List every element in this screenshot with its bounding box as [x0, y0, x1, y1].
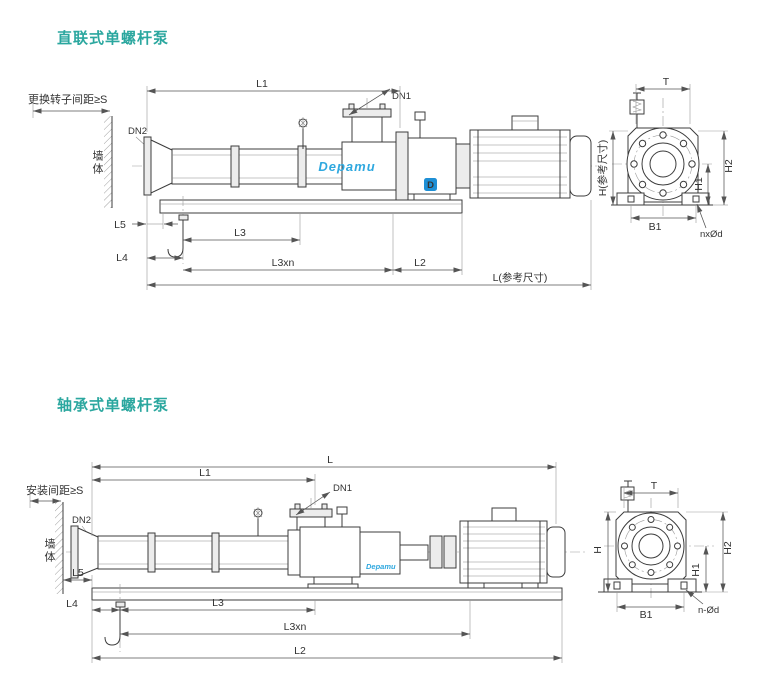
dim-l2: L2 [294, 645, 306, 657]
dim-l: L [327, 454, 333, 466]
dim-l2: L2 [414, 257, 426, 269]
dn2-label: DN2 [72, 515, 91, 526]
dim-t: T [651, 480, 658, 492]
wall-hatch [104, 116, 112, 208]
dim-h2: H2 [723, 159, 735, 173]
drawing-bearing-type-pump: 墙体 安装间距≥S DN2 [26, 454, 734, 663]
side-view-bearing: 墙体 安装间距≥S DN2 [26, 483, 585, 652]
section-title-bearing-type: 轴承式单螺杆泵 [57, 397, 170, 414]
brand-watermark: Depamu [318, 159, 375, 174]
dim-h: H [592, 546, 604, 554]
dim-h1: H1 [690, 563, 702, 577]
install-spacing-label: 安装间距≥S [26, 483, 83, 497]
dim-l3: L3 [234, 227, 246, 239]
brand-watermark: Depamu [366, 562, 396, 571]
dn1-label: DN1 [392, 91, 411, 102]
side-view-direct: 墙体 更换转子间距≥S DN2 [28, 88, 600, 264]
depamu-logo [424, 178, 437, 191]
dim-l-ref: L(参考尺寸) [493, 271, 548, 284]
dn2-label: DN2 [128, 126, 147, 137]
dim-l3xn: L3xn [284, 621, 307, 633]
dimensions-bearing: L L1 L5 L4 L3 L3xn L2 [63, 454, 563, 663]
dim-l1: L1 [199, 467, 211, 479]
wall-label: 墙体 [43, 537, 56, 564]
drawing-direct-coupled-pump: 墙体 更换转子间距≥S DN2 [28, 76, 735, 290]
replace-spacing-label: 更换转子间距≥S [28, 92, 107, 106]
dn1-label: DN1 [333, 483, 352, 494]
end-view-direct: T H(参考尺寸) H2 H1 B1 nxØd [596, 76, 735, 240]
dim-nod: n-Ød [698, 605, 719, 616]
section-title-direct-coupled: 直联式单螺杆泵 [57, 30, 170, 47]
dim-t: T [663, 76, 670, 88]
depamu-logo-letter: D [427, 180, 434, 191]
wall-label: 墙体 [91, 149, 104, 176]
dim-h1: H1 [693, 177, 705, 191]
dim-l5: L5 [114, 219, 126, 231]
dim-b1: B1 [649, 221, 662, 233]
dim-l1: L1 [256, 78, 268, 90]
dim-h2: H2 [722, 541, 734, 555]
dim-nxod: nxØd [700, 229, 723, 240]
dim-h-ref: H(参考尺寸) [596, 140, 609, 197]
dimensions-direct: L1 L5 L3 L4 L3xn L2 L(参考尺寸) [114, 78, 592, 290]
dim-l3: L3 [212, 597, 224, 609]
dim-l5: L5 [72, 567, 84, 579]
end-view-bearing: T H H2 H1 B1 n-Ød [592, 480, 734, 621]
dim-l4: L4 [116, 252, 128, 264]
wall-hatch [55, 502, 63, 594]
dim-l4: L4 [66, 598, 78, 610]
dim-l3xn: L3xn [272, 257, 295, 269]
dim-b1: B1 [640, 609, 653, 621]
